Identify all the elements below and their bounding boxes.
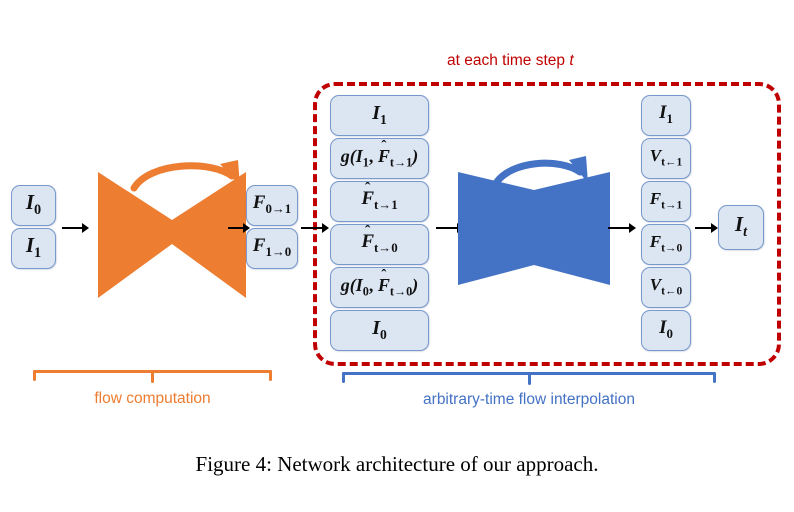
brace-arbitrary-time-flow-interpolation bbox=[342, 372, 716, 386]
box-label-sub: t bbox=[743, 223, 748, 240]
warp-sub1: 0 bbox=[362, 284, 369, 299]
box-label-base: F bbox=[649, 189, 662, 209]
at-each-time-step-text: at each time step bbox=[447, 52, 570, 69]
warp-base2: F bbox=[377, 145, 390, 166]
box-label-base: V bbox=[649, 275, 662, 295]
hat-var: ̂F bbox=[361, 232, 374, 251]
box-interp-output-Ft0: Ft→0 bbox=[641, 224, 691, 265]
brace-stem bbox=[151, 372, 154, 383]
box-label-base: I bbox=[659, 102, 667, 124]
box-label-sub: 1 bbox=[34, 244, 42, 261]
box-label-base: I bbox=[659, 317, 667, 339]
box-label-base: F bbox=[252, 235, 266, 257]
box-interp-output-I0: I0 bbox=[641, 310, 691, 351]
warp-separator: , bbox=[368, 274, 378, 295]
box-interp-input-Ft0-hat: ̂Ft→0 bbox=[330, 224, 429, 265]
box-label-base: F bbox=[252, 192, 266, 214]
time-variable-t: t bbox=[569, 52, 574, 69]
flow-computation-unet bbox=[98, 160, 246, 298]
box-label-sub: 0→1 bbox=[265, 200, 292, 216]
warp-hat-var: ̂F bbox=[378, 276, 390, 294]
box-label-sub: t←1 bbox=[661, 155, 683, 169]
box-label-sub: 1 bbox=[666, 110, 673, 126]
box-label-sub: 0 bbox=[380, 326, 387, 342]
warp-prefix: g( bbox=[340, 274, 356, 295]
box-flow-F0to1: F0→1 bbox=[246, 185, 298, 226]
box-interp-output-Vt1: Vt←1 bbox=[641, 138, 691, 179]
box-label-sub: 1 bbox=[380, 111, 387, 127]
hat-var: ̂F bbox=[361, 189, 374, 208]
box-label-sub: t→0 bbox=[661, 241, 683, 255]
box-input-I1: I1 bbox=[11, 228, 56, 269]
box-interp-input-Ft1-hat: ̂Ft→1 bbox=[330, 181, 429, 222]
box-label-base: I bbox=[372, 101, 380, 124]
warp-base2: F bbox=[377, 274, 390, 295]
flow-unet-recurrent-arrow bbox=[130, 160, 240, 192]
box-label-base: F bbox=[361, 188, 374, 210]
box-label-base: I bbox=[372, 316, 380, 339]
box-interp-output-I1: I1 bbox=[641, 95, 691, 136]
box-interp-input-I1: I1 bbox=[330, 95, 429, 136]
warp-sub1: 1 bbox=[362, 155, 369, 170]
box-label-sub: 0 bbox=[666, 325, 673, 341]
warp-base1: I bbox=[355, 274, 363, 295]
brace-flow-computation bbox=[33, 370, 272, 384]
brace-stem bbox=[527, 374, 531, 385]
box-label-base: F bbox=[649, 232, 662, 252]
box-label-sub: t→0 bbox=[374, 239, 398, 255]
warp-hat-var: ̂F bbox=[378, 147, 390, 165]
box-label-sub: t←0 bbox=[661, 284, 683, 298]
flow-unet-body bbox=[98, 172, 246, 298]
warp-suffix: ) bbox=[412, 274, 419, 295]
warp-sub2: t→1 bbox=[389, 155, 413, 170]
box-label-base: V bbox=[649, 146, 662, 166]
interp-unet-recurrent-arrow bbox=[492, 156, 588, 187]
box-label-sub: t→1 bbox=[661, 198, 683, 212]
box-label-base: I bbox=[734, 211, 744, 236]
figure-caption: Figure 4: Network architecture of our ap… bbox=[195, 452, 599, 476]
flow-interpolation-unet bbox=[458, 156, 610, 285]
box-label-sub: t→1 bbox=[374, 196, 398, 212]
warp-separator: , bbox=[368, 145, 378, 166]
box-label-base: I bbox=[25, 189, 35, 214]
box-label-sub: 0 bbox=[34, 201, 42, 218]
at-each-time-step-region bbox=[313, 82, 781, 366]
box-interp-input-warp-I1-Ft1: g(I1, ̂Ft→1) bbox=[330, 138, 429, 179]
brace-bar bbox=[342, 372, 716, 375]
box-interp-output-Vt0: Vt←0 bbox=[641, 267, 691, 308]
brace-label-arbitrary-time-flow-interpolation: arbitrary-time flow interpolation bbox=[423, 391, 635, 408]
interp-unet-body bbox=[458, 172, 610, 285]
box-interp-input-warp-I0-Ft0: g(I0, ̂Ft→0) bbox=[330, 267, 429, 308]
at-each-time-step-label: at each time step t bbox=[447, 52, 574, 70]
box-output-It: It bbox=[718, 205, 764, 250]
box-input-I0: I0 bbox=[11, 185, 56, 226]
warp-suffix: ) bbox=[412, 145, 419, 166]
box-label-sub: 1→0 bbox=[265, 243, 292, 259]
brace-label-flow-computation: flow computation bbox=[94, 390, 211, 407]
box-interp-output-Ft1: Ft→1 bbox=[641, 181, 691, 222]
warp-sub2: t→0 bbox=[389, 284, 413, 299]
brace-bar bbox=[33, 370, 272, 373]
brace-tip-right bbox=[269, 370, 272, 381]
warp-base1: I bbox=[355, 145, 363, 166]
brace-tip-right bbox=[713, 372, 716, 383]
warp-prefix: g( bbox=[340, 145, 356, 166]
box-label-base: I bbox=[25, 232, 35, 257]
box-interp-input-I0: I0 bbox=[330, 310, 429, 351]
brace-tip-left bbox=[33, 370, 36, 381]
brace-tip-left bbox=[342, 372, 345, 383]
box-label-base: F bbox=[361, 231, 374, 253]
box-flow-F1to0: F1→0 bbox=[246, 228, 298, 269]
